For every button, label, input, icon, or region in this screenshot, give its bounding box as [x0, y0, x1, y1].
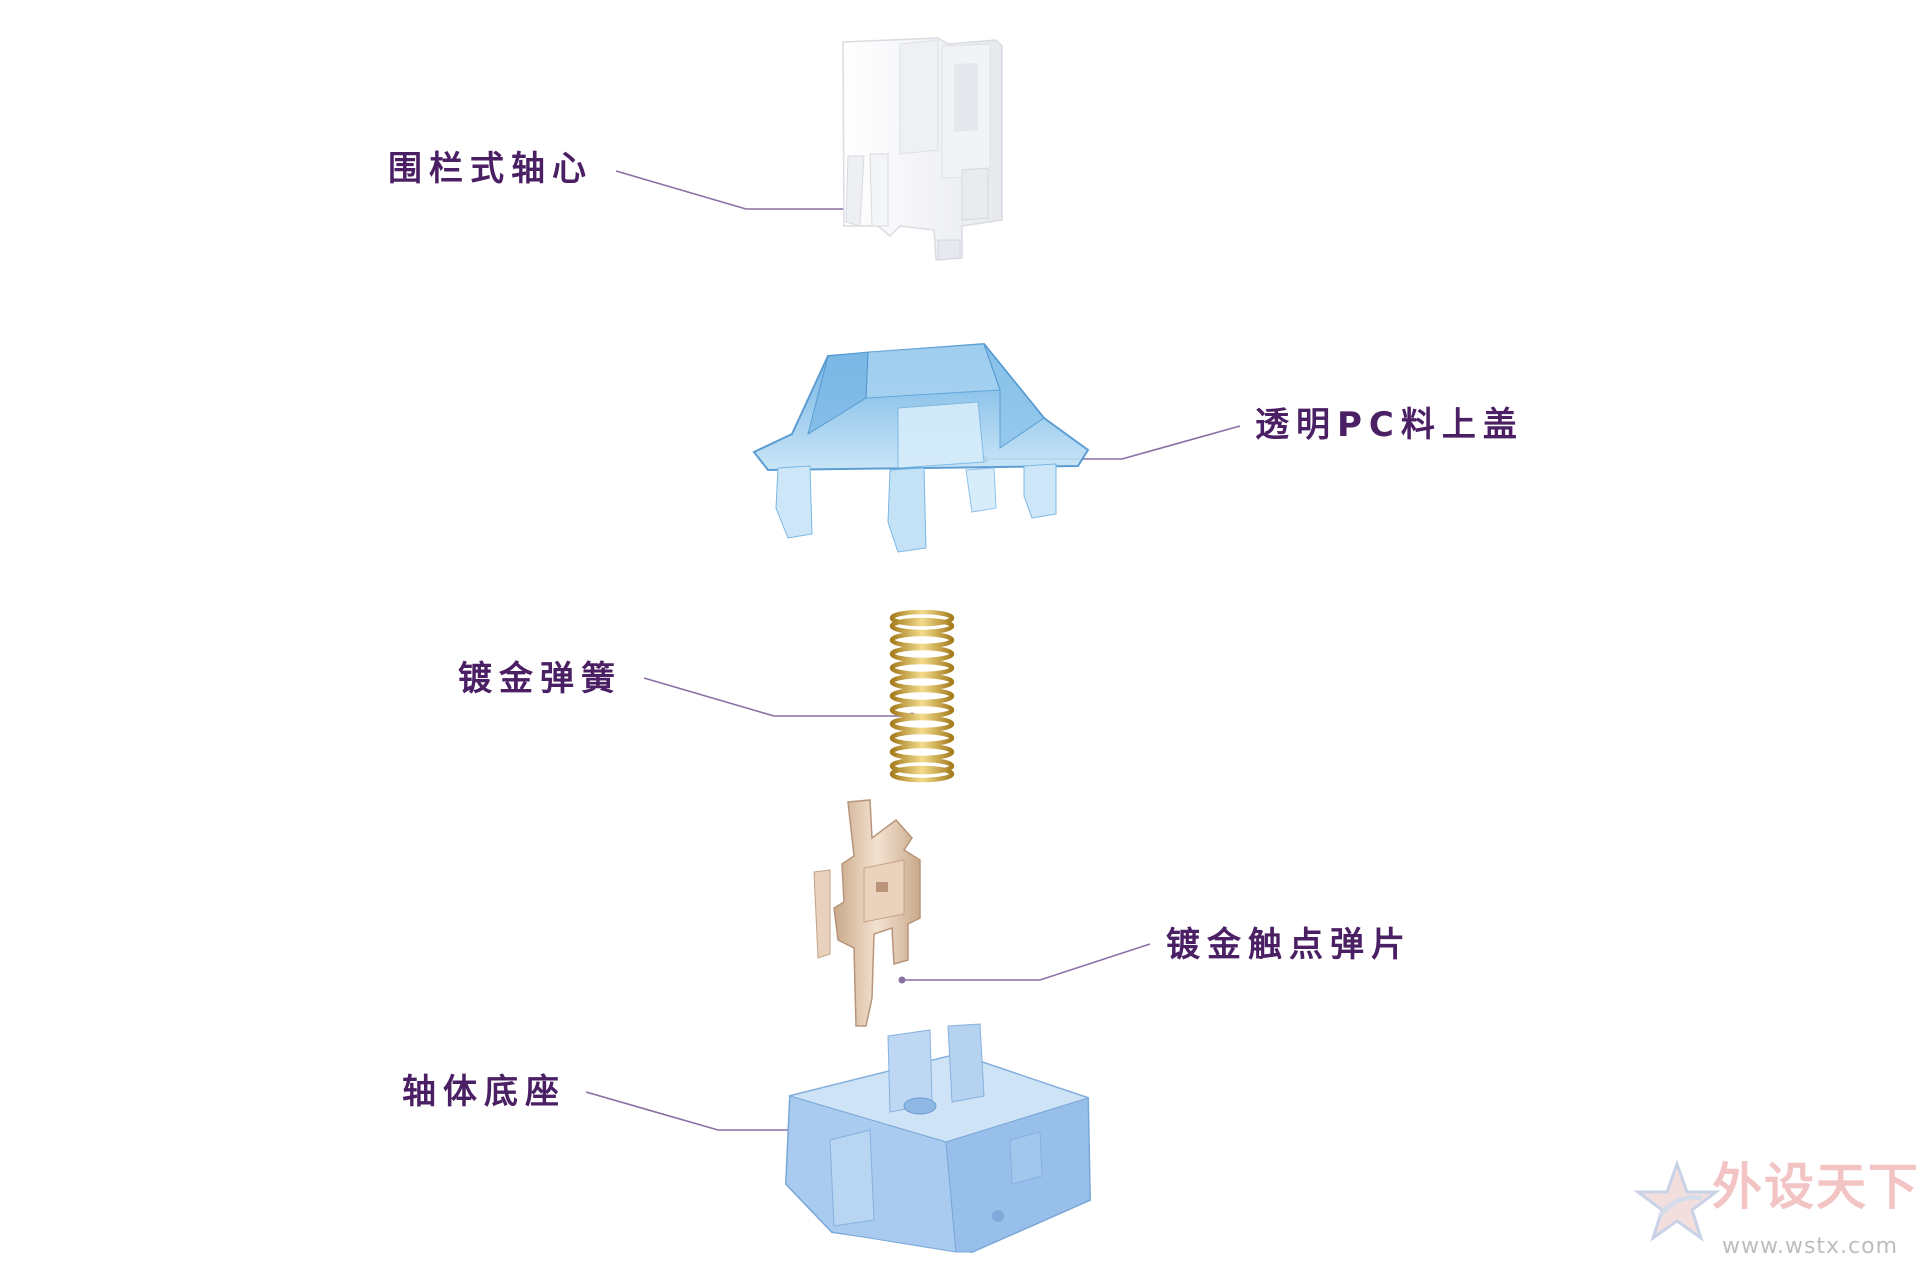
leader-line-spring — [643, 677, 912, 717]
label-spring: 镀金弹簧 — [458, 659, 622, 699]
leader-dot-contact — [898, 976, 906, 984]
switch-stem-illustration — [842, 37, 1003, 261]
top-housing-illustration — [752, 342, 1090, 553]
label-stem: 围栏式轴心 — [388, 149, 593, 189]
watermark-name: 外设天下 — [1712, 1158, 1920, 1216]
bottom-housing-illustration — [784, 1023, 1092, 1254]
label-housing-bottom: 轴体底座 — [402, 1072, 566, 1112]
watermark-star-icon — [1633, 1159, 1721, 1242]
label-contact: 镀金触点弹片 — [1166, 925, 1412, 965]
contact-leaf-illustration — [813, 799, 921, 1027]
leader-line-stem — [615, 170, 888, 210]
label-housing-top: 透明PC料上盖 — [1255, 405, 1524, 445]
watermark-url: www.wstx.com — [1722, 1234, 1899, 1259]
leader-line-contact — [902, 943, 1151, 981]
spring-illustration — [889, 610, 955, 783]
